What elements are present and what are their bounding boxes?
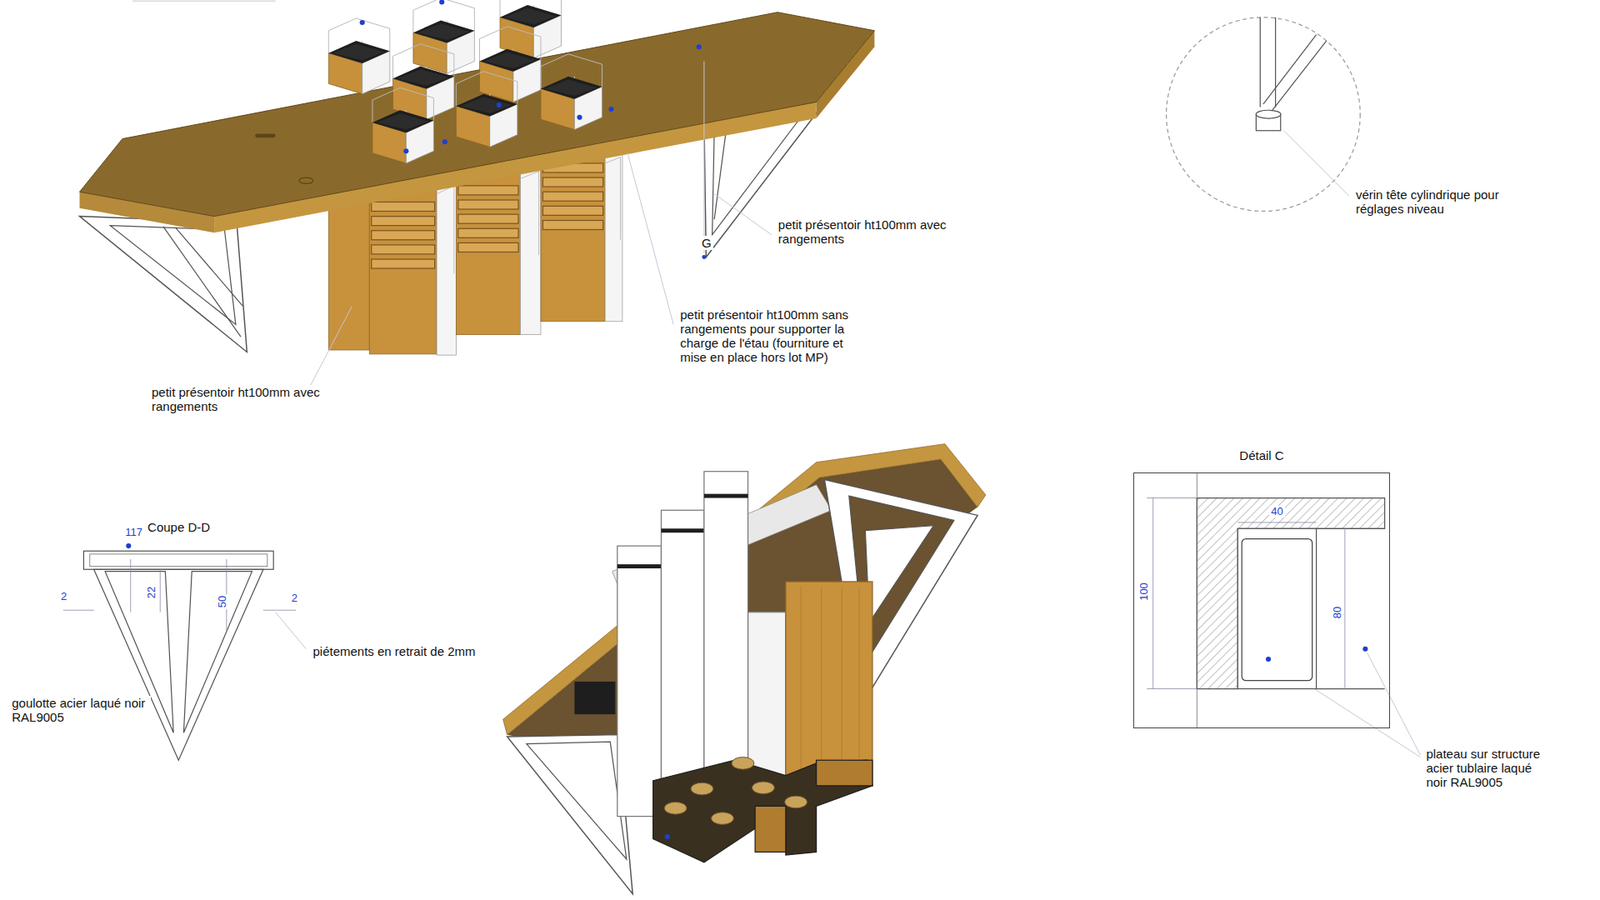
- annotation-label: plateau sur structure acier tublaire laq…: [1424, 746, 1555, 790]
- section-drawing: [63, 543, 297, 760]
- dimension-value: 117: [123, 526, 145, 539]
- dimension-value: 22: [145, 585, 158, 600]
- annotation-label: goulotte acier laqué noir RAL9005: [10, 695, 151, 725]
- detail-heading: Détail C: [1134, 448, 1389, 463]
- table-top: [80, 12, 875, 233]
- dimension-value: 50: [216, 594, 229, 610]
- annotation-label: petit présentoir ht100mm sans rangements…: [678, 307, 857, 365]
- annotation-label: Coupe D-D: [145, 520, 212, 535]
- annotation-label: vérin tête cylindrique pour réglages niv…: [1354, 187, 1512, 216]
- annotation-label: petit présentoir ht100mm avec rangements: [150, 385, 325, 414]
- display-boxes: [328, 0, 602, 164]
- dimension-value: 100: [1138, 580, 1150, 603]
- detail-frame: Détail C: [1133, 472, 1390, 729]
- marker-dots: [360, 0, 707, 260]
- annotation-label: piétements en retrait de 2mm: [310, 644, 477, 659]
- dimension-value: 2: [59, 590, 69, 603]
- detail-circle: [1166, 17, 1361, 212]
- dimension-value: 2: [290, 592, 300, 605]
- dimension-value: 40: [1269, 505, 1285, 518]
- dimension-value: 80: [1331, 604, 1344, 620]
- underside-view: [503, 444, 986, 895]
- detail-c-section: [1146, 472, 1385, 729]
- annotation-label: petit présentoir ht100mm avec rangements: [776, 217, 951, 246]
- annotation-label: G: [700, 235, 714, 250]
